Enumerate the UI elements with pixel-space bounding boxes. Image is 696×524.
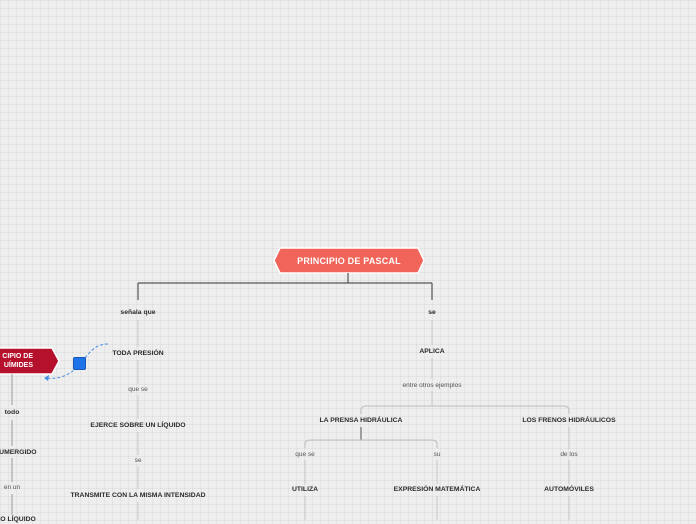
left-link-label[interactable]: señala que [120,309,156,316]
second-node-sumergido[interactable]: O SUMERGIDO [0,449,37,456]
press-bracket [304,439,438,448]
second-link-en-un[interactable]: en un [3,484,21,491]
node-ejerce[interactable]: EJERCE SOBRE UN LÍQUIDO [90,422,186,429]
node-frenos[interactable]: LOS FRENOS HIDRÁULICOS [522,417,616,424]
node-aplica[interactable]: APLICA [419,348,445,355]
examples-bracket [360,405,570,414]
root-connector [137,273,433,300]
node-automoviles[interactable]: AUTOMÓVILES [544,486,594,493]
second-node-liquido[interactable]: DO O LÍQUIDO [0,516,36,523]
link-se[interactable]: se [134,457,142,464]
second-root-node-title[interactable]: CIPIO DE UÍMIDES [0,348,55,374]
node-expresion[interactable]: EXPRESIÓN MATEMÁTICA [393,486,481,493]
link-ejemplos[interactable]: entre otros ejemplos [402,382,462,389]
selection-handle[interactable] [73,357,86,370]
right-link-label[interactable]: se [428,309,436,316]
node-transmite[interactable]: TRANSMITE CON LA MISMA INTENSIDAD [70,492,206,499]
second-root-node-shape[interactable] [0,347,60,375]
node-prensa[interactable]: LA PRENSA HIDRÁULICA [319,417,403,424]
link-press-su[interactable]: su [433,451,441,458]
second-root-title-line1: CIPIO DE [2,353,33,360]
second-root-title-line2: UÍMIDES [3,362,33,369]
node-toda-presion[interactable]: TODA PRESIÓN [112,350,164,357]
link-de-los[interactable]: de los [560,451,578,458]
press-sub-connector [304,460,438,520]
root-node-shape[interactable] [273,247,425,274]
second-node-todo[interactable]: todo [4,409,20,416]
relationship-arrowhead [44,375,49,381]
node-utiliza[interactable]: UTILIZA [291,486,319,493]
root-node-title[interactable]: PRINCIPIO DE PASCAL [297,255,401,266]
link-press-que-se[interactable]: que se [295,451,315,458]
link-que-se[interactable]: que se [128,386,148,393]
